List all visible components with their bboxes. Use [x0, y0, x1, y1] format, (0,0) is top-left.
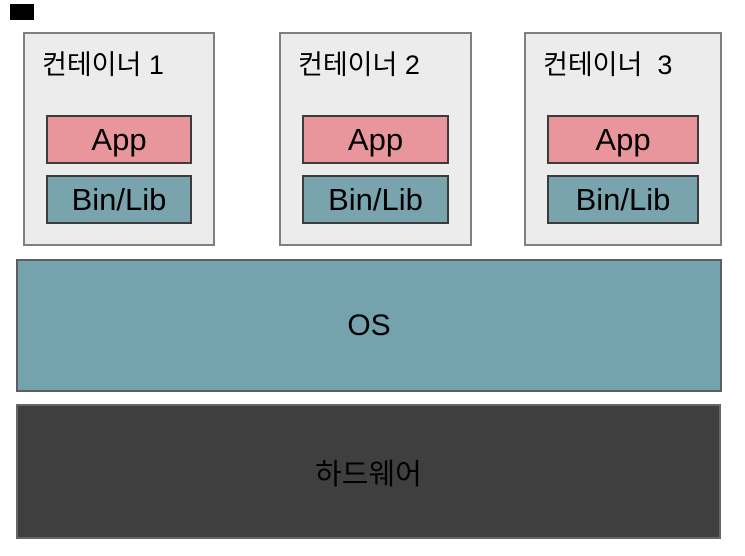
container-1-app-box: App	[46, 115, 192, 164]
container-2-box: 컨테이너 2 App Bin/Lib	[279, 32, 472, 246]
os-layer-label: OS	[347, 308, 391, 342]
container-1-binlib-label: Bin/Lib	[71, 181, 167, 217]
container-3-binlib-box: Bin/Lib	[547, 175, 699, 224]
container-3-app-label: App	[595, 121, 651, 157]
container-3-title: 컨테이너 3	[543, 50, 673, 80]
container-1-app-label: App	[91, 121, 147, 157]
container-1-title: 컨테이너 1	[42, 50, 164, 80]
os-layer-box: OS	[16, 259, 722, 392]
container-3-app-box: App	[547, 115, 699, 164]
corner-mark	[10, 4, 34, 20]
container-1-binlib-box: Bin/Lib	[46, 175, 192, 224]
container-3-box: 컨테이너 3 App Bin/Lib	[524, 32, 722, 246]
container-1-box: 컨테이너 1 App Bin/Lib	[23, 32, 215, 246]
container-3-binlib-label: Bin/Lib	[575, 181, 671, 217]
container-2-binlib-box: Bin/Lib	[302, 175, 449, 224]
container-2-app-box: App	[302, 115, 449, 164]
container-2-app-label: App	[347, 121, 404, 157]
hardware-layer-box: 하드웨어	[16, 404, 721, 539]
container-2-binlib-label: Bin/Lib	[328, 181, 423, 217]
hardware-layer-label: 하드웨어	[315, 458, 422, 491]
container-2-title: 컨테이너 2	[298, 50, 420, 80]
